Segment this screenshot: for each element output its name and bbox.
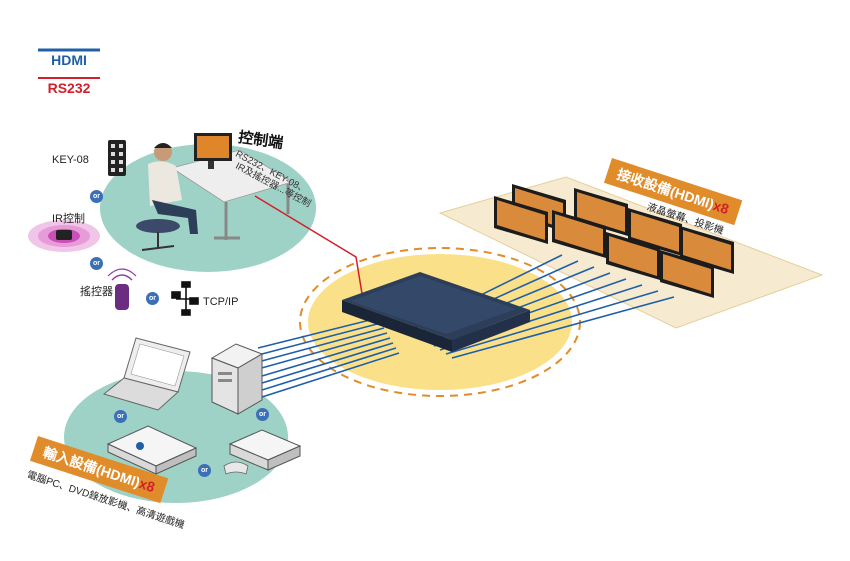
rs232-cable <box>254 195 365 307</box>
ir-label: IR控制 <box>52 213 85 225</box>
monitor <box>552 210 606 258</box>
key08-label: KEY-08 <box>52 154 89 166</box>
legend-hdmi-label: HDMI <box>51 52 87 68</box>
or-badge: or <box>256 408 269 421</box>
input-count: x8 <box>137 475 157 496</box>
or-badge: or <box>90 257 103 270</box>
matrix-switcher <box>342 272 530 352</box>
tcpip-label: TCP/IP <box>203 296 239 308</box>
pc-tower <box>210 343 264 415</box>
laptop-device <box>102 337 191 411</box>
or-badge: or <box>114 410 127 423</box>
ir-receiver <box>28 220 100 252</box>
key08-panel <box>108 140 126 176</box>
receiver-count: x8 <box>711 197 731 218</box>
game-console <box>223 429 302 475</box>
monitor <box>606 232 660 280</box>
operator-figure <box>136 143 198 251</box>
monitor <box>660 250 714 298</box>
or-badge: or <box>90 190 103 203</box>
or-badge: or <box>198 464 211 477</box>
remote-control <box>107 268 137 310</box>
input-hdmi-cables <box>257 317 400 398</box>
bluray-player <box>106 425 198 475</box>
display-wall <box>494 184 734 298</box>
remote-label: 搖控器 <box>80 286 113 298</box>
legend-rs232-label: RS232 <box>47 80 91 96</box>
monitor <box>494 196 548 244</box>
or-badge: or <box>146 292 159 305</box>
network-icon <box>171 281 199 316</box>
control-desk <box>171 133 293 240</box>
